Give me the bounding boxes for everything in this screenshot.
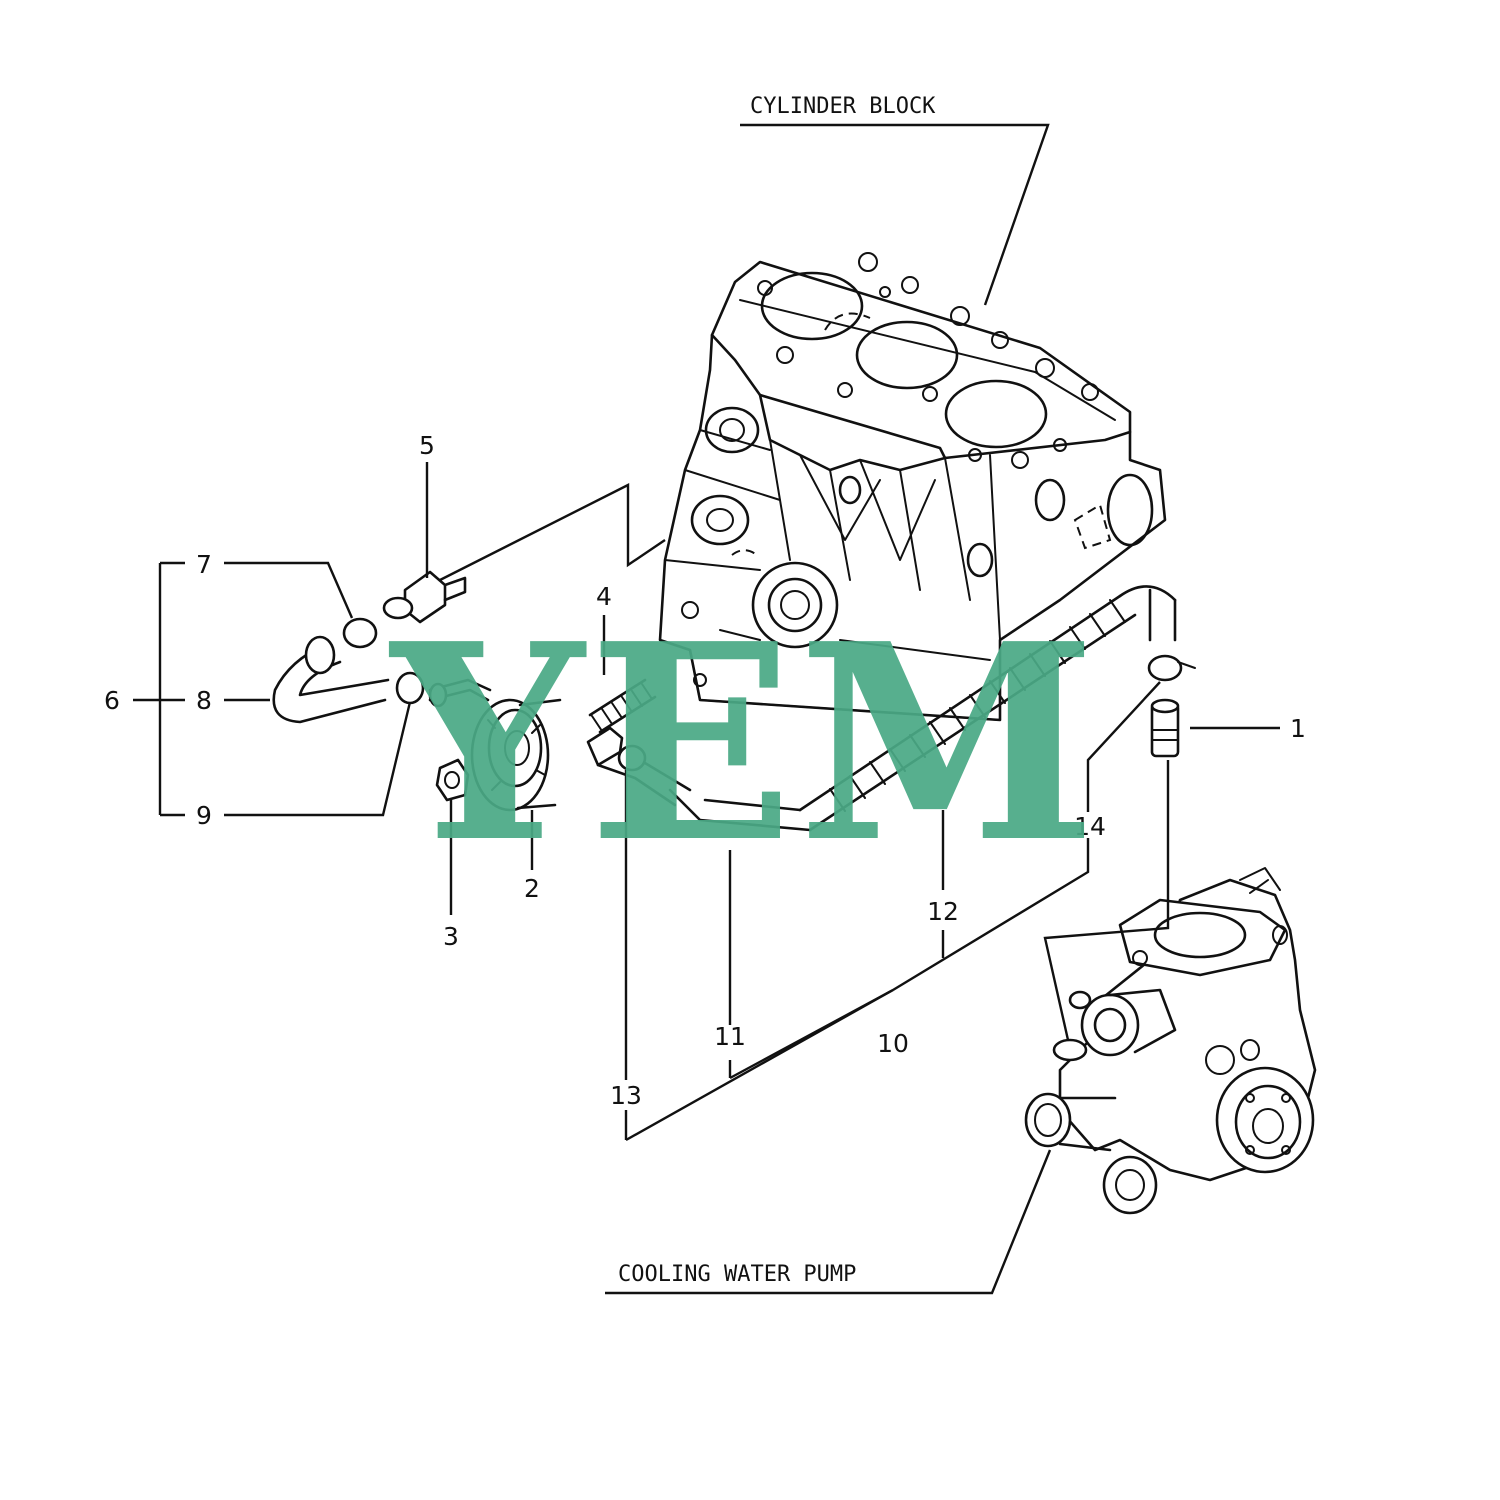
caption-cooling-water-pump: COOLING WATER PUMP <box>618 1262 856 1287</box>
leader-lines <box>133 123 1280 1295</box>
corrugated-hose-drawing <box>596 585 1177 832</box>
callout-6: 6 <box>104 686 120 715</box>
callout-12: 12 <box>927 897 959 926</box>
watermark-logo: YEM <box>387 584 1101 902</box>
callout-4: 4 <box>596 582 612 611</box>
callout-9: 9 <box>196 801 212 830</box>
callout-13: 13 <box>610 1081 642 1110</box>
callout-11: 11 <box>714 1022 746 1051</box>
callout-1: 1 <box>1290 714 1306 743</box>
callout-7: 7 <box>196 550 212 579</box>
callout-5: 5 <box>419 431 435 460</box>
callout-14: 14 <box>1074 812 1106 841</box>
water-pump-drawing <box>1024 867 1317 1215</box>
small-parts-drawing <box>272 570 1196 812</box>
callout-3: 3 <box>443 922 459 951</box>
caption-cylinder-block: CYLINDER BLOCK <box>750 94 936 119</box>
callout-2: 2 <box>524 874 540 903</box>
callout-10: 10 <box>877 1029 909 1058</box>
callout-8: 8 <box>196 686 212 715</box>
cylinder-block-drawing <box>658 252 1167 722</box>
